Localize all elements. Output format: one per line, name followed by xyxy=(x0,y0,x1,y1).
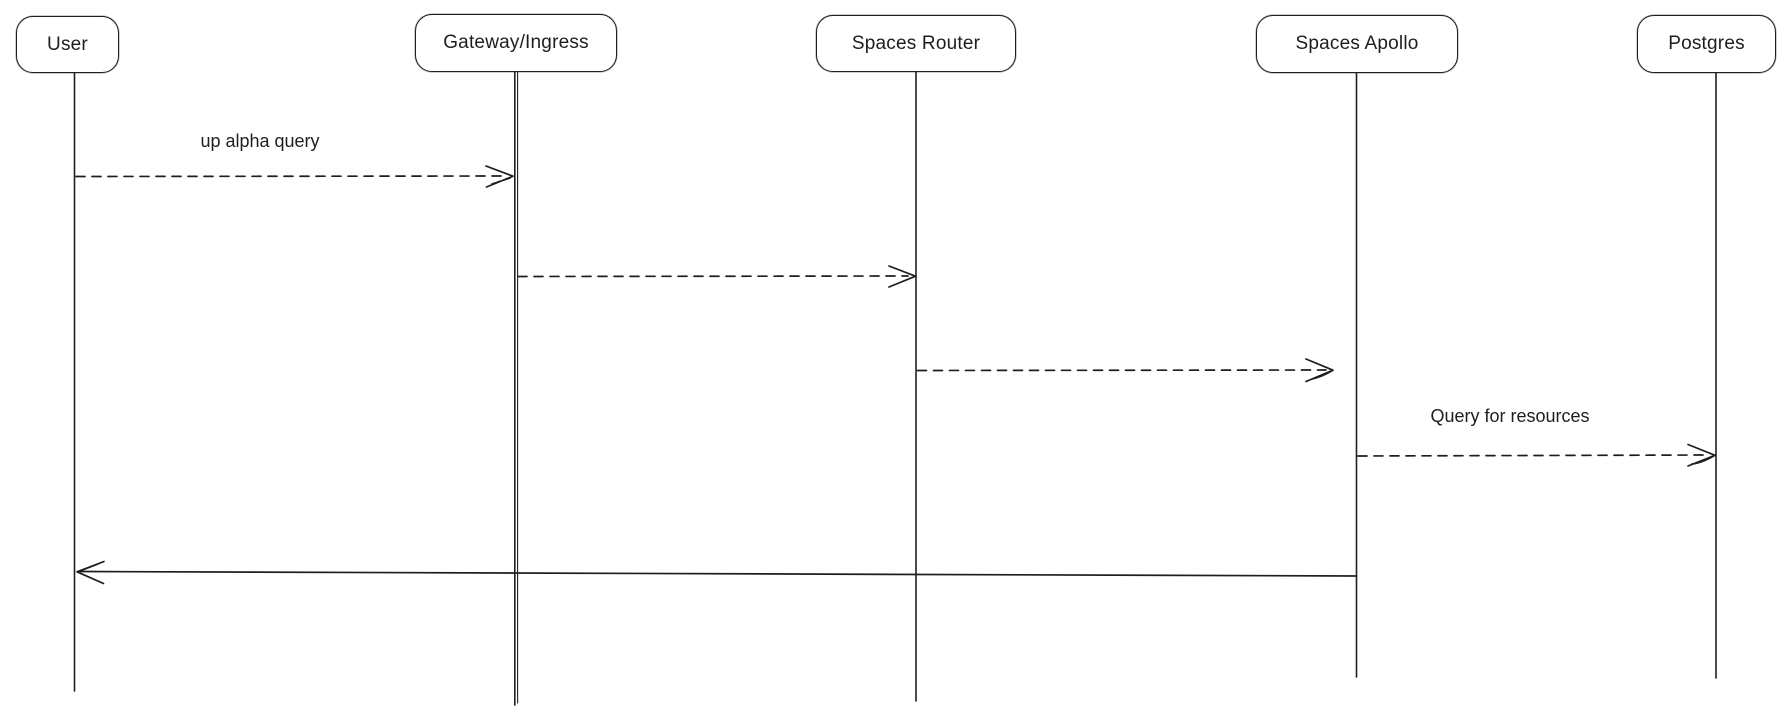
actor-spaces-router: Spaces Router xyxy=(816,15,1016,72)
actor-user-label: User xyxy=(47,33,88,55)
actor-spaces-apollo-label: Spaces Apollo xyxy=(1295,33,1419,54)
message-label-up-alpha-query: up alpha query xyxy=(200,131,320,151)
message-arrow-apollo-to-postgres xyxy=(1357,443,1716,467)
message-line xyxy=(75,175,506,178)
message-line xyxy=(1357,454,1708,457)
message-arrow-user-to-gateway xyxy=(75,165,514,188)
message-arrow-router-to-apollo xyxy=(916,358,1334,383)
actor-postgres: Postgres xyxy=(1637,15,1776,73)
message-line xyxy=(517,275,909,278)
actor-postgres-label: Postgres xyxy=(1668,33,1745,54)
arrowhead-right-icon xyxy=(1305,358,1334,383)
arrowhead-right-icon xyxy=(888,265,917,288)
message-label-query-for-resources: Query for resources xyxy=(1430,406,1590,426)
message-line xyxy=(916,369,1327,372)
arrowhead-right-icon xyxy=(485,165,514,188)
arrowhead-right-icon xyxy=(1687,443,1716,467)
actor-gateway-ingress-label: Gateway/Ingress xyxy=(443,32,589,53)
actor-spaces-router-label: Spaces Router xyxy=(851,32,981,54)
actor-spaces-apollo: Spaces Apollo xyxy=(1256,15,1458,73)
message-arrow-gateway-to-router xyxy=(517,265,917,288)
message-arrow-apollo-to-user xyxy=(76,560,1358,585)
actor-gateway-ingress: Gateway/Ingress xyxy=(415,14,617,72)
arrowhead-left-icon xyxy=(76,560,105,585)
actor-user: User xyxy=(16,16,119,73)
message-line xyxy=(79,570,1358,577)
